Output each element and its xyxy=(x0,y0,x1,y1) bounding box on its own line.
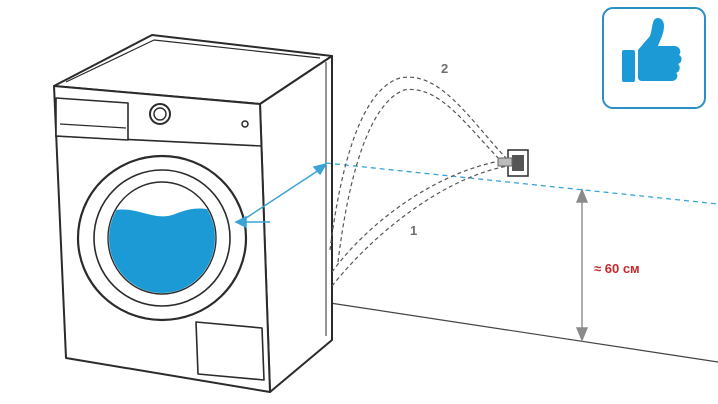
approval-badge xyxy=(602,7,706,109)
height-dimension xyxy=(575,188,589,342)
machine-side xyxy=(259,55,333,393)
floor-line xyxy=(329,302,718,363)
detergent-drawer xyxy=(55,97,129,141)
thumbs-up-icon xyxy=(622,18,682,82)
water-level-guide xyxy=(325,162,718,205)
power-button[interactable] xyxy=(241,120,249,128)
hose-1-label: 1 xyxy=(410,223,417,238)
hose-2-label: 2 xyxy=(441,61,448,76)
level-arrow xyxy=(234,162,328,229)
water xyxy=(109,208,215,293)
filter-hatch xyxy=(195,321,265,381)
drain-outlet xyxy=(497,149,529,177)
height-label: ≈ 60 см xyxy=(594,261,640,276)
hose-1 xyxy=(331,159,509,287)
hose-2 xyxy=(329,76,507,263)
